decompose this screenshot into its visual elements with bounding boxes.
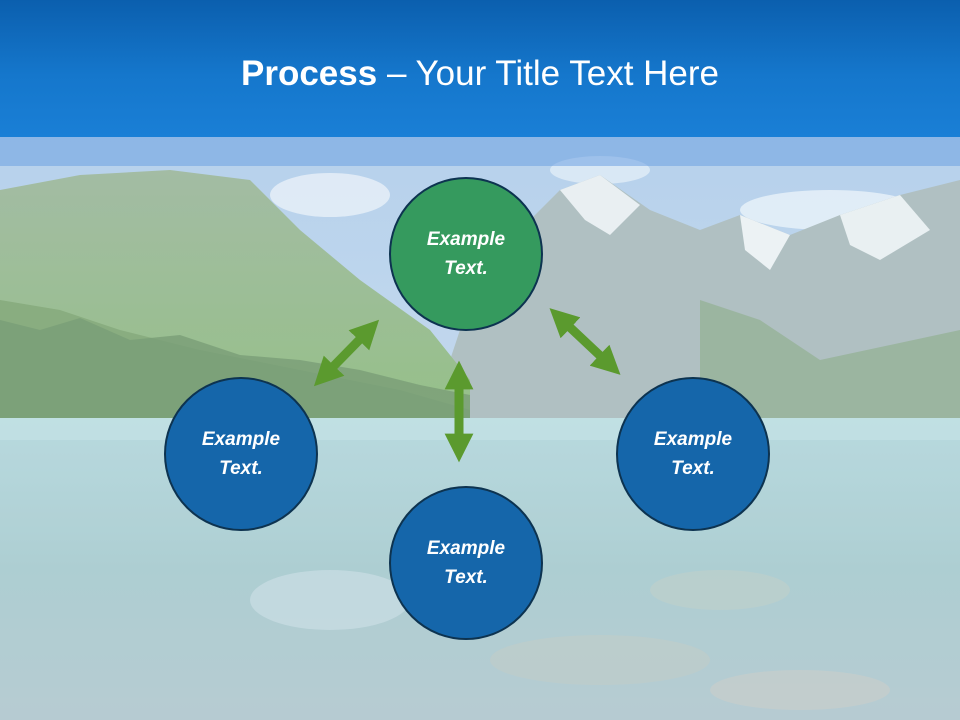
node-top-text: Example Text. bbox=[426, 229, 506, 279]
node-left: Example Text. bbox=[164, 377, 318, 531]
title-separator: – bbox=[377, 54, 416, 93]
title-bar-strip bbox=[0, 137, 960, 166]
node-right-text: Example Text. bbox=[653, 429, 733, 479]
slide-title: Process – Your Title Text Here bbox=[0, 52, 960, 96]
title-rest: Your Title Text Here bbox=[415, 54, 720, 93]
arrow-top-left bbox=[313, 319, 380, 387]
node-right: Example Text. bbox=[616, 377, 770, 531]
node-bottom-text: Example Text. bbox=[426, 538, 506, 588]
node-bottom: Example Text. bbox=[389, 486, 543, 640]
title-bar bbox=[0, 0, 960, 137]
arrow-top-right bbox=[549, 308, 621, 375]
node-left-text: Example Text. bbox=[201, 429, 281, 479]
node-top: Example Text. bbox=[389, 177, 543, 331]
title-bold-part: Process bbox=[241, 54, 378, 93]
